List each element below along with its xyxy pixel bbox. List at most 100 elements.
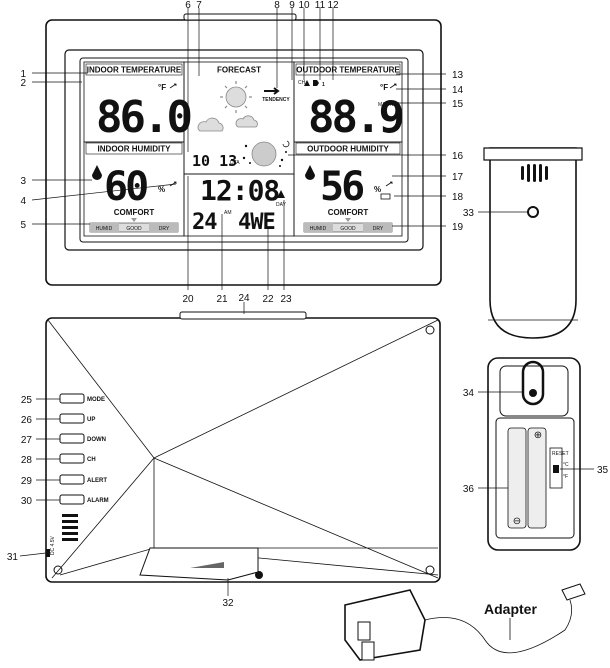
outdoor-temp-unit: °F [380,83,388,92]
moon-stars-icon [242,144,287,167]
callout-17: 17 [452,172,464,183]
sensor-vent-icon [521,164,548,182]
callout-19: 19 [452,222,464,233]
reset-label: RESET [552,451,569,457]
dc-jack-icon[interactable] [46,549,50,557]
callout-2: 2 [20,78,26,89]
up-button-label: UP [87,417,95,423]
callout-9: 9 [289,0,295,11]
outdoor-humidity-panel [293,141,403,237]
callout-4: 4 [20,196,26,207]
comfort-right-dry: DRY [373,226,384,232]
unit-switch[interactable] [553,465,559,473]
sensor-front [483,147,583,339]
hang-hole-icon [255,571,263,579]
comfort-label-left: COMFORT [114,208,155,217]
callout-26: 26 [21,415,33,426]
weekday-value: 4WE [238,210,275,235]
down-button-label: DOWN [87,437,106,443]
callout-13: 13 [452,70,464,81]
dc-label: DC 4.5V [50,535,56,555]
callout-21: 21 [216,294,228,305]
callout-11: 11 [315,0,326,11]
mode-button-label: MODE [87,397,105,403]
power-adapter: Adapter [344,583,586,661]
alarm-bell-icon [277,190,285,198]
sensor-back: ⊕ ⊖ RESET °C °F [487,357,581,551]
outdoor-temp-value: 88.9 [308,92,402,143]
seconds-value: 24 [192,210,217,235]
cloud-left-icon [197,117,224,132]
callout-10: 10 [298,0,310,11]
callout-12: 12 [327,0,339,11]
comfort-scale-left-dry [149,223,178,232]
moon-phase-icon [251,141,277,167]
callout-22: 22 [262,294,274,305]
moon-icon [282,140,290,148]
adapter-prong-1 [357,621,371,641]
indoor-humidity-value: 60 [104,164,147,210]
outdoor-droplet-icon [305,165,315,180]
callout-leaders [19,8,594,596]
alert-icon [304,80,310,86]
keyhole-hole-icon [529,389,537,397]
channel-value: 1 [322,82,325,88]
ch-button[interactable] [59,453,85,464]
comfort-pointer-right-icon [345,218,351,222]
comfort-right-humid: HUMID [310,226,327,232]
outdoor-humidity-title-box [295,142,401,155]
adapter-prong-2 [361,641,375,661]
callout-32: 32 [222,598,234,609]
callout-7: 7 [196,0,202,11]
alert-button[interactable] [59,474,85,485]
adapter-label: Adapter [484,601,537,617]
ch-button-label: CH [87,457,96,463]
alarm-button-label: ALARM [87,498,109,504]
indoor-humidity-title: INDOOR HUMIDITY [98,145,172,154]
callout-29: 29 [21,476,33,487]
callout-1: 1 [20,69,26,80]
forecast-title: FORECAST [217,66,261,75]
outdoor-humidity-trend-icon [385,181,393,187]
sensor-housing [489,147,577,339]
callout-20: 20 [182,294,194,305]
alarm-button[interactable] [59,494,85,505]
tendency-label: TENDENCY [262,97,290,103]
speaker-grille [62,514,78,541]
screw-bottom-left-icon [53,565,63,575]
indoor-humidity-title-box [85,142,183,155]
callout-18: 18 [452,192,464,203]
down-button[interactable] [59,433,85,444]
comfort-left-dry: DRY [159,226,170,232]
am-pm-indicator: AM [224,210,232,216]
indoor-trend-arrow-icon [169,83,177,89]
screw-top-right-icon [425,325,435,335]
alert-button-label: ALERT [87,478,107,484]
callout-15: 15 [452,99,464,110]
callout-24: 24 [238,293,250,304]
comfort-scale-right-humid [304,223,333,232]
callout-numbers: 1 2 3 4 5 6 7 8 9 10 11 12 13 14 15 16 1… [7,0,609,609]
comfort-scale-left-humid [90,223,119,232]
callout-31: 31 [7,552,19,563]
stand-leg [139,547,259,581]
switch-label-f: °F [563,474,568,480]
comfort-scale-right-dry [363,223,392,232]
sensor-cap [483,147,583,161]
mode-button[interactable] [59,393,85,404]
adapter-body [344,589,426,661]
outdoor-trend-arrow-icon [389,83,397,89]
top-snooze-bar [183,13,297,21]
back-panel-creases [47,319,439,579]
channel-label: CH [298,80,306,86]
callout-6: 6 [185,0,191,11]
indoor-temp-value: 86.0 [96,92,190,143]
front-unit: INDOOR TEMPERATURE FORECAST OUTDOOR TEMP… [45,13,442,286]
low-battery-icon [380,193,391,200]
callout-35: 35 [597,465,609,476]
stand-arrow-icon [190,562,224,568]
max-min-label: MAX MIN [378,102,400,108]
comfort-left-humid: HUMID [96,226,113,232]
up-button[interactable] [59,413,85,424]
